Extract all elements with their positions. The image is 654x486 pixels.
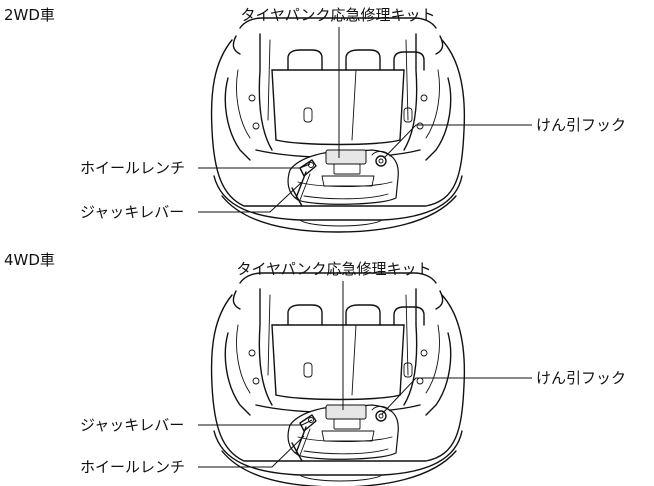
label-left-upper-4wd: ジャッキレバー [80,416,184,434]
label-repair-kit-4wd: タイヤパンク応急修理キット [236,260,431,278]
leader-left-lower-2wd [198,181,303,213]
leader-tow-hook-2wd [383,124,532,159]
section-2wd: 2WD車 タイヤパンク応急修理キット けん引フック ホイールレンチ ジャッキレバ… [4,6,626,233]
leader-left-upper-4wd [198,419,313,426]
leader-left-upper-2wd [198,163,311,169]
leader-tow-hook-4wd [381,377,532,415]
leader-left-lower-4wd [198,435,305,468]
section-title-2wd: 2WD車 [4,6,55,24]
label-repair-kit-2wd: タイヤパンク応急修理キット [240,6,435,24]
label-left-lower-4wd: ホイールレンチ [80,458,185,476]
label-tow-hook-4wd: けん引フック [536,369,626,387]
section-title-4wd: 4WD車 [4,251,55,269]
label-tow-hook-2wd: けん引フック [536,116,626,134]
car-rear-4wd [210,272,466,486]
section-4wd: 4WD車 タイヤパンク応急修理キット けん引フック ジャッキレバー ホイールレン… [4,251,626,486]
label-left-lower-2wd: ジャッキレバー [80,203,184,221]
label-left-upper-2wd: ホイールレンチ [80,159,185,177]
